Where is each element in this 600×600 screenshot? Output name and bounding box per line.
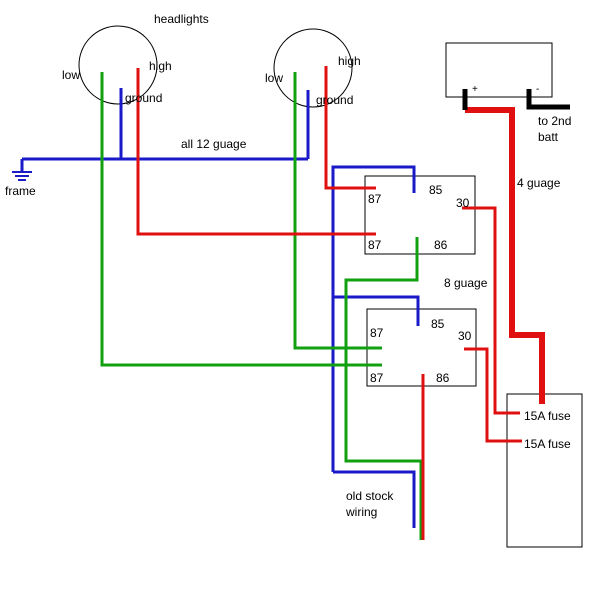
fuse-1-label: 15A fuse — [524, 409, 571, 423]
left-high-wire — [136, 68, 376, 236]
right-high-wire — [324, 66, 376, 190]
left-low-label: low — [62, 68, 80, 82]
headlights-label: headlights — [154, 12, 209, 26]
relay-top-30-wire — [462, 206, 520, 415]
right-low-wire — [293, 72, 382, 350]
relay-top-pin-87b: 87 — [368, 238, 382, 252]
old-stock-blue-wire — [333, 470, 416, 528]
four-gauge-label: 4 guage — [517, 176, 561, 190]
right-headlight — [273, 28, 353, 108]
all-12-gauge-label: all 12 guage — [181, 137, 247, 151]
high-beam-wires — [136, 66, 522, 540]
relay-bottom-pin-87a: 87 — [370, 326, 384, 340]
relay-bottom-30-wire — [464, 347, 522, 443]
relay-bottom-pin-87b: 87 — [370, 371, 384, 385]
relay-top-pin-85: 85 — [429, 183, 443, 197]
relay-top-pin-87a: 87 — [368, 192, 382, 206]
battery-minus-label: - — [536, 84, 539, 95]
old-stock-label-2: wiring — [345, 505, 377, 519]
left-low-wire — [100, 72, 382, 367]
left-ground-label: ground — [125, 91, 162, 105]
relay-top-pin-86: 86 — [434, 238, 448, 252]
battery-plus-label: + — [472, 84, 478, 95]
left-high-label: high — [149, 59, 172, 73]
frame-ground-symbol — [12, 171, 32, 181]
right-low-label: low — [265, 71, 283, 85]
relay-bottom-pin-86: 86 — [436, 371, 450, 385]
relay-top-pin-30: 30 — [456, 196, 470, 210]
relay-bottom-pin-30: 30 — [458, 329, 472, 343]
low-beam-wires — [100, 72, 423, 540]
right-ground-label: ground — [316, 93, 353, 107]
trigger-wire — [331, 165, 416, 472]
eight-gauge-label: 8 guage — [444, 276, 488, 290]
to-2nd-batt-label-1: to 2nd — [538, 114, 571, 128]
four-gauge-cable — [465, 107, 545, 404]
to-2nd-batt-label-2: batt — [538, 130, 559, 144]
relay-top — [364, 175, 476, 255]
left-headlight — [78, 25, 158, 105]
battery-negative-lead — [526, 89, 570, 110]
right-high-label: high — [338, 54, 361, 68]
second-battery — [445, 42, 553, 98]
relay-top-86-wire — [344, 237, 423, 540]
relay-bottom-pin-85: 85 — [431, 317, 445, 331]
frame-label: frame — [5, 184, 36, 198]
ground-wires — [20, 88, 420, 528]
fuse-2-label: 15A fuse — [524, 437, 571, 451]
old-stock-label-1: old stock — [346, 489, 394, 503]
trigger-branch-wire — [333, 295, 420, 326]
